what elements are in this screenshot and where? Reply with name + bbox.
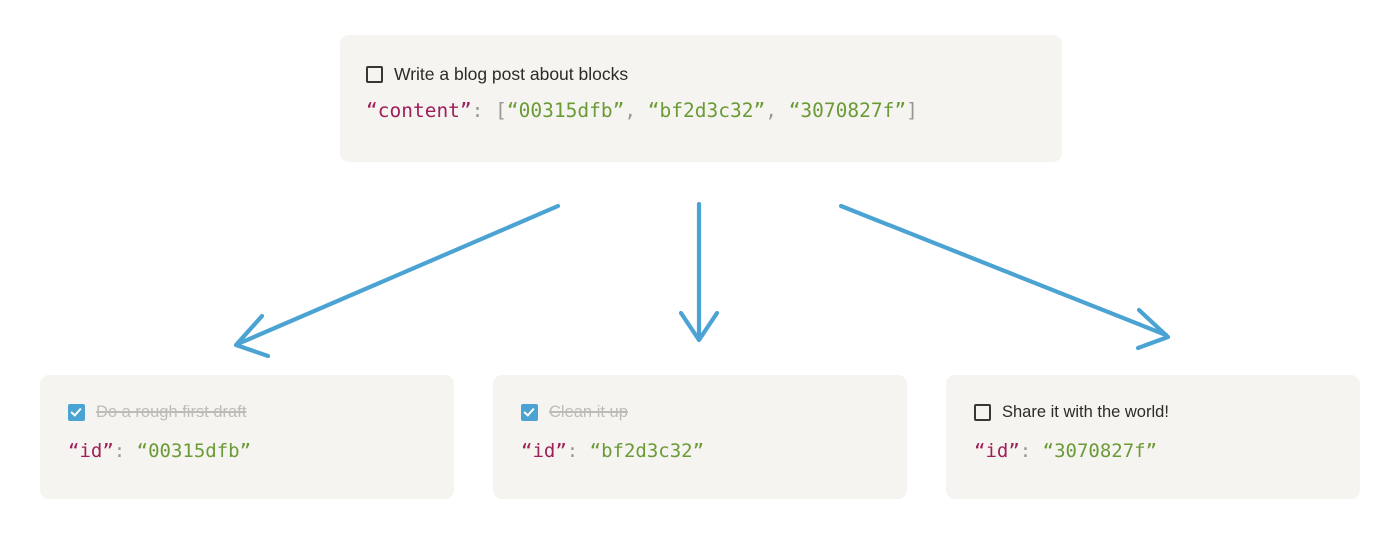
checkbox-checked-icon[interactable] xyxy=(68,403,85,421)
leaf-json-line-0: “id”: “00315dfb” xyxy=(68,438,426,464)
checkbox-unchecked-icon[interactable] xyxy=(366,65,383,83)
leaf-todo-line-2: Share it with the world! xyxy=(974,400,1332,424)
leaf-todo-line-0: Do a rough first draft xyxy=(68,400,426,424)
root-todo-label: Write a blog post about blocks xyxy=(394,64,629,84)
json-value: “3070827f” xyxy=(1042,440,1158,462)
arrow-to-left-card xyxy=(233,203,561,359)
root-todo-line: Write a blog post about blocks xyxy=(366,62,1036,86)
json-colon: : xyxy=(471,99,496,122)
json-key: “id” xyxy=(521,440,567,462)
leaf-todo-label-1: Clean it up xyxy=(549,403,628,421)
checkbox-unchecked-icon[interactable] xyxy=(974,403,991,421)
leaf-todo-label-2: Share it with the world! xyxy=(1002,403,1169,421)
arrow-to-middle-card xyxy=(678,201,720,343)
json-value-0: “00315dfb” xyxy=(506,99,625,122)
json-separator-0: , xyxy=(624,99,648,122)
json-value-1: “bf2d3c32” xyxy=(647,99,766,122)
leaf-block-card-0[interactable]: Do a rough first draft “id”: “00315dfb” xyxy=(40,375,454,499)
json-value: “00315dfb” xyxy=(136,440,252,462)
json-colon: : xyxy=(566,440,590,462)
leaf-block-card-1[interactable]: Clean it up “id”: “bf2d3c32” xyxy=(493,375,907,499)
checkbox-checked-icon[interactable] xyxy=(521,403,538,421)
json-value: “bf2d3c32” xyxy=(589,440,705,462)
json-key: “id” xyxy=(974,440,1020,462)
arrow-to-right-card xyxy=(838,203,1171,351)
json-key: “id” xyxy=(68,440,114,462)
root-block-card[interactable]: Write a blog post about blocks “content”… xyxy=(340,35,1062,162)
json-colon: : xyxy=(1019,440,1043,462)
json-key: “content” xyxy=(366,99,472,122)
json-separator-1: , xyxy=(765,99,789,122)
leaf-json-line-1: “id”: “bf2d3c32” xyxy=(521,438,879,464)
leaf-todo-line-1: Clean it up xyxy=(521,400,879,424)
leaf-json-line-2: “id”: “3070827f” xyxy=(974,438,1332,464)
root-json-line: “content”: [“00315dfb”, “bf2d3c32”, “307… xyxy=(366,98,1036,124)
json-value-2: “3070827f” xyxy=(788,99,907,122)
json-colon: : xyxy=(113,440,137,462)
leaf-todo-label-0: Do a rough first draft xyxy=(96,403,247,421)
leaf-block-card-2[interactable]: Share it with the world! “id”: “3070827f… xyxy=(946,375,1360,499)
json-open-bracket: [ xyxy=(495,99,507,122)
json-close-bracket: ] xyxy=(906,99,918,122)
